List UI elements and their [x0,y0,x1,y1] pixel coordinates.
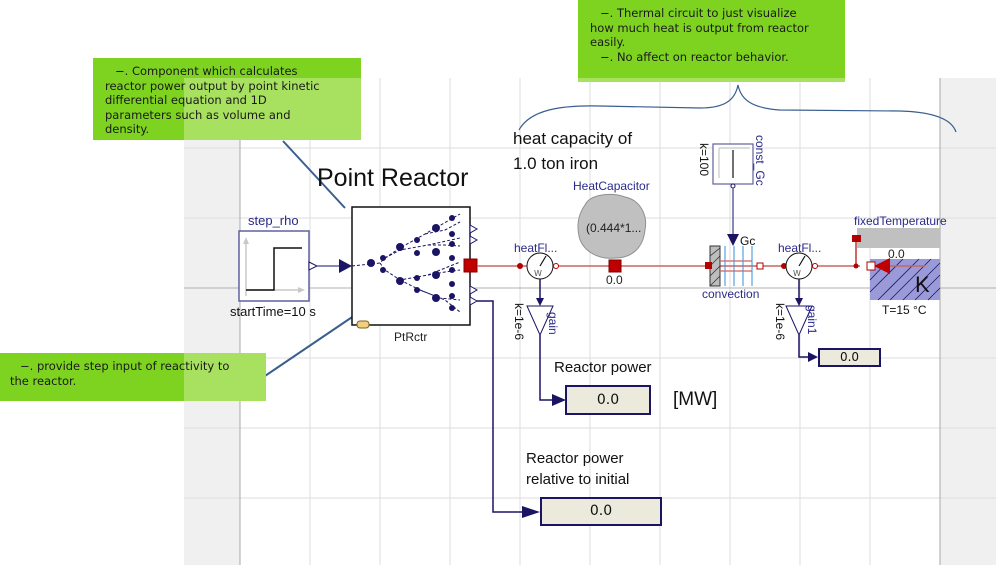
reactor-power-relative-value: 0.0 [589,503,613,519]
heat-flow-sensor-1-label: heatFl... [514,241,558,255]
reactor-heat-port[interactable] [463,258,478,273]
heat-capacity-title-line1: heat capacity of [513,129,633,148]
convection-gc-port[interactable] [727,234,739,246]
gain1-label: gain1 [805,305,819,335]
heat-flow-sensor-2-label: heatFl... [778,241,822,255]
heat-capacity-title-line2: 1.0 ton iron [513,154,599,173]
step-note-line2: the reactor. [10,373,77,388]
gain1-display-value: 0.0 [839,350,860,364]
thermal-note-line4: −. No affect on reactor behavior. [600,49,789,64]
step-note-line1: −. provide step input of reactivity to [20,359,230,373]
const-gc-label: const_Gc [753,135,767,186]
fixed-temperature-unit-glyph: K [915,272,930,297]
canvas-margin-right [940,78,996,565]
fixed-temperature-block[interactable] [852,228,941,301]
step-note: −. provide step input of reactivity to t… [0,353,266,401]
reactor-power-unit: [MW] [673,389,718,410]
reactor-power-title: Reactor power [554,359,652,376]
reactor-power-relative-display: 0.0 [540,497,662,526]
gain-block[interactable] [526,305,554,337]
reactor-note-line5: density. [105,122,150,136]
thermal-note-line1: −. Thermal circuit to just visualize [600,6,797,20]
gain-param: k=1e-6 [512,303,526,341]
heat-flow-sensor-2[interactable]: W [781,252,818,280]
convection-label: convection [702,287,760,301]
step-rho-param: startTime=10 s [230,304,316,319]
heat-capacitor-param: (0.444*1... [586,221,642,235]
svg-text:W: W [534,269,542,278]
heat-capacitor-value: 0.0 [606,273,623,287]
reactor-note: −. Component which calculates reactor po… [93,58,361,140]
gain-input-arrow [536,298,544,306]
reactor-note-line3: differential equation and 1D [105,93,267,107]
gain1-param: k=1e-6 [773,303,787,341]
thermal-note-line2: how much heat is output from reactor [590,20,809,35]
const-gc-param: k=100 [697,143,711,177]
thermal-brace [518,84,957,133]
svg-text:W: W [793,269,801,278]
heat-capacitor-label: HeatCapacitor [573,179,650,193]
reactor-power-input-arrow [552,394,566,406]
thermal-note-line3: easily. [590,35,626,49]
convection-gc-label: Gc [740,234,756,248]
relative-input-arrow [522,506,540,518]
reactor-power-relative-title-line2: relative to initial [526,471,630,488]
point-reactor-title: Point Reactor [317,164,469,192]
gain1-input-arrow [795,298,803,306]
fixed-temperature-param: T=15 °C [882,303,927,317]
fixed-temperature-label: fixedTemperature [854,214,947,228]
reactor-note-pointer [282,140,346,209]
reactor-note-line2: reactor power output by point kinetic [105,78,320,93]
gain1-block[interactable] [785,305,813,337]
reactor-power-relative-title-line1: Reactor power [526,450,624,467]
heat-capacitor[interactable] [577,193,647,273]
reactor-label: PtRctr [394,330,428,344]
step-note-pointer [261,306,368,379]
point-reactor-block[interactable] [351,206,479,329]
gain1-display-arrow [808,352,818,362]
step-rho-label: step_rho [248,213,299,228]
reactor-note-line4: parameters such as volume and [105,107,291,122]
reactor-note-line1: −. Component which calculates [115,64,298,78]
reactor-power-value: 0.0 [596,392,620,408]
gain-label: gain [546,312,560,335]
wire-gain1-display [798,335,812,358]
fixed-temperature-value: 0.0 [888,247,905,261]
reactor-input-port[interactable] [339,259,352,273]
step-rho-block[interactable] [238,230,319,302]
gain1-display: 0.0 [818,348,881,367]
convection-block[interactable] [705,245,764,287]
reactor-power-display: 0.0 [565,385,651,415]
wire-reactor-relative [477,300,528,513]
thermal-note: −. Thermal circuit to just visualize how… [578,0,845,82]
reactor-sub-port[interactable] [356,320,370,329]
const-gc-block[interactable] [712,143,754,189]
